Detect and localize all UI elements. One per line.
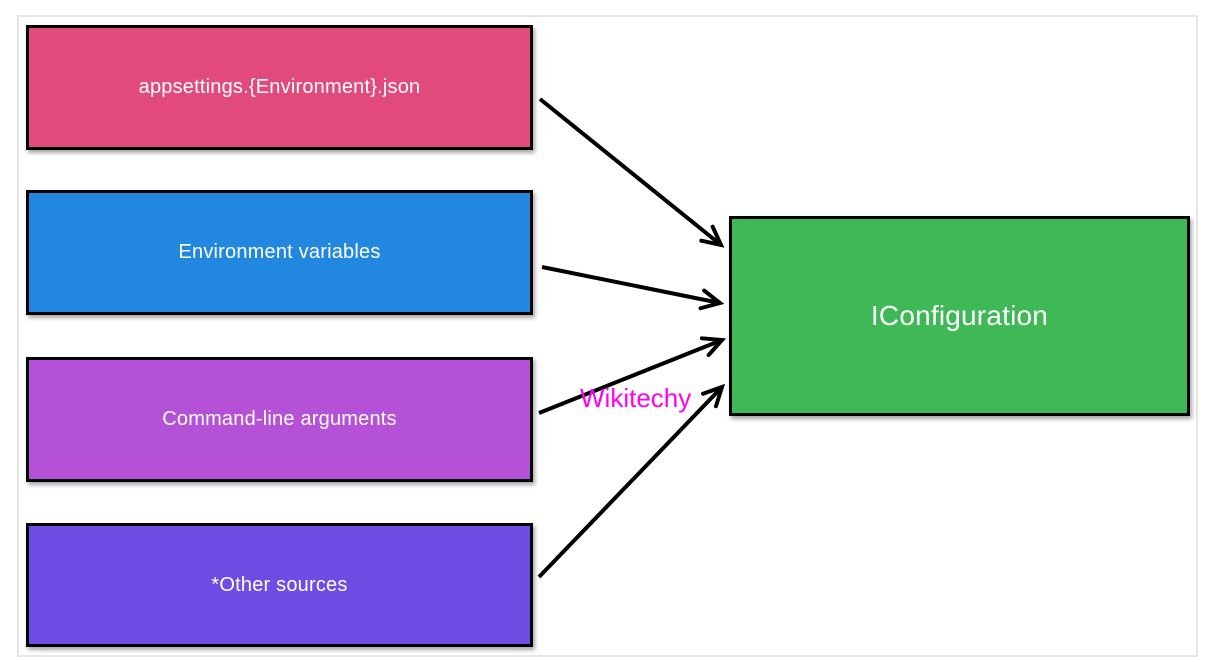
- target-box-iconfiguration-label: IConfiguration: [870, 300, 1049, 331]
- watermark-text: Wikitechy: [580, 383, 692, 413]
- source-box-other-sources-label: *Other sources: [211, 573, 348, 596]
- source-box-environment-variables: Environment variables: [26, 190, 533, 315]
- source-box-command-line-arguments-label: Command-line arguments: [162, 408, 397, 430]
- page-frame-border: [17, 15, 1198, 657]
- source-box-other-sources: *Other sources: [26, 523, 533, 647]
- source-box-appsettings-json-label: appsettings.{Environment}.json: [138, 76, 421, 98]
- source-box-appsettings-json: appsettings.{Environment}.json: [26, 25, 533, 150]
- target-box-iconfiguration: IConfiguration: [729, 216, 1190, 416]
- source-box-environment-variables-label: Environment variables: [178, 241, 381, 263]
- source-box-command-line-arguments: Command-line arguments: [26, 357, 533, 482]
